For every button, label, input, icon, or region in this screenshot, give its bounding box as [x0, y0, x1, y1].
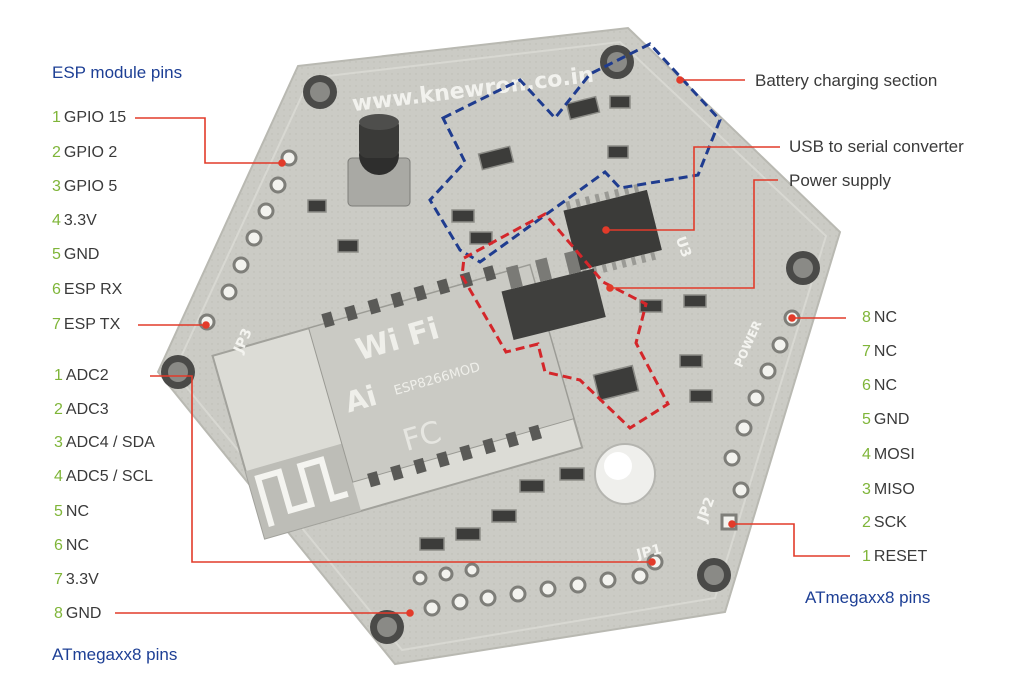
- mounting-holes: [161, 45, 820, 644]
- led-indicator: [594, 443, 656, 505]
- callout-battery-charging: Battery charging section: [755, 71, 938, 90]
- atmega-bottom-heading: ATmegaxx8 pins: [52, 645, 178, 664]
- voltage-regulator: [501, 250, 606, 340]
- callout-usb-serial: USB to serial converter: [789, 137, 964, 156]
- push-button: [347, 114, 411, 207]
- esp-pins-heading: ESP module pins: [52, 63, 183, 82]
- atmega-right-heading: ATmegaxx8 pins: [805, 588, 931, 607]
- bottom-header-holes: [412, 553, 664, 617]
- silkscreen-u3: U3: [672, 234, 694, 259]
- silkscreen-jp1: JP1: [634, 541, 663, 563]
- smd-components: [307, 95, 713, 551]
- battery-charging-outline: [428, 42, 722, 264]
- esp-header-holes: [198, 149, 298, 331]
- esp8266-module: Wi Fi Ai ESP8266MOD FC: [211, 263, 584, 540]
- power-supply-outline: [460, 212, 670, 430]
- leader-lines: [115, 76, 850, 617]
- callout-power-supply: Power supply: [789, 171, 892, 190]
